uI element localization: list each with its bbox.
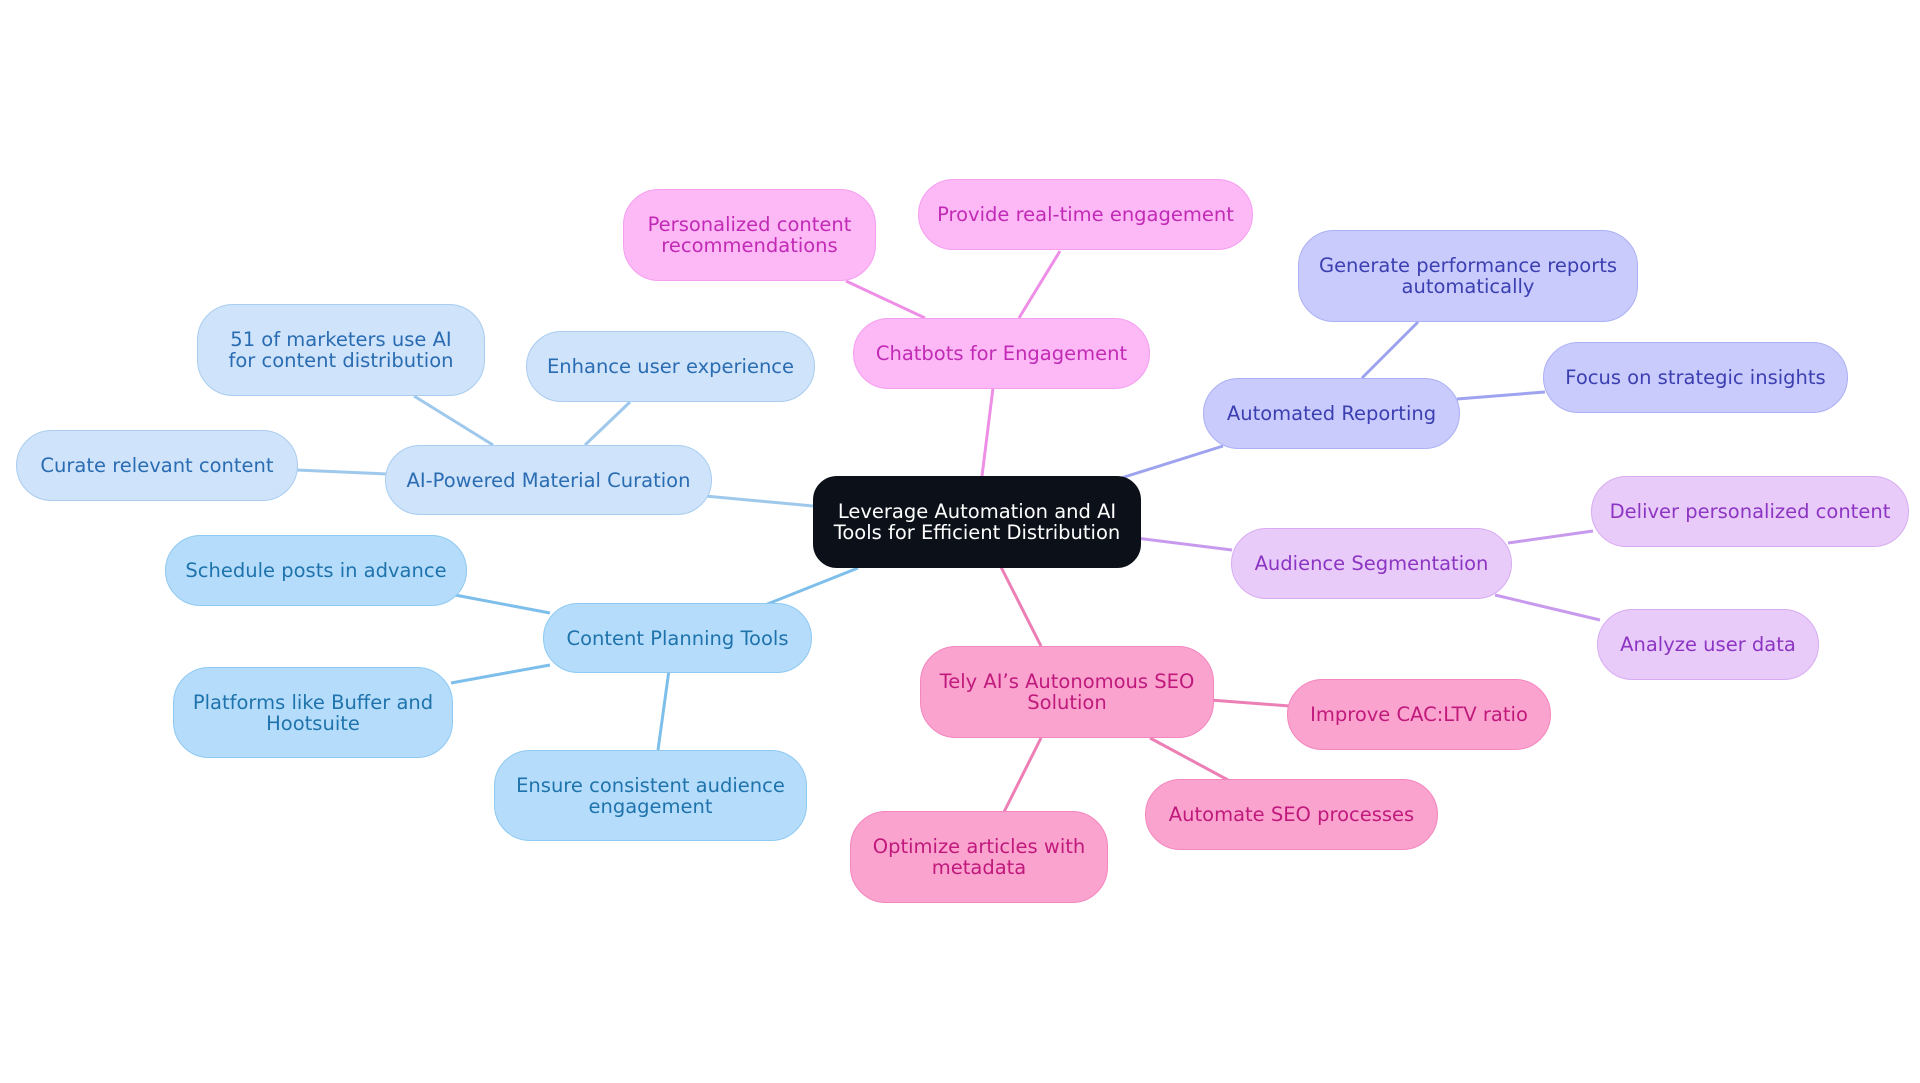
edge-planning-platforms: [450, 663, 551, 685]
branch-automated-reporting: Automated Reporting: [1203, 378, 1460, 449]
branch-chatbots-for-engagement: Chatbots for Engagement: [853, 318, 1150, 389]
leaf-schedule-posts: Schedule posts in advance: [165, 535, 467, 606]
leaf-deliver-personalized-content: Deliver personalized content: [1591, 476, 1909, 547]
branch-ai-powered-material-curation: AI-Powered Material Curation: [385, 445, 712, 515]
leaf-focus-strategic-insights: Focus on strategic insights: [1543, 342, 1848, 413]
branch-tely-ai-seo-solution: Tely AI’s Autonomous SEO Solution: [920, 646, 1214, 738]
edge-planning-schedule: [454, 593, 551, 615]
leaf-personalized-recommendations: Personalized content recommendations: [623, 189, 876, 281]
central-topic: Leverage Automation and AI Tools for Eff…: [813, 476, 1141, 568]
leaf-analyze-user-data: Analyze user data: [1597, 609, 1819, 680]
edge-chatbots-personalized: [845, 279, 926, 320]
leaf-real-time-engagement: Provide real-time engagement: [918, 179, 1253, 250]
edge-root-content-planning: [764, 566, 859, 607]
edge-segmentation-analyze: [1494, 593, 1601, 622]
edge-segmentation-deliver: [1507, 529, 1594, 545]
edge-root-seo: [999, 566, 1043, 647]
branch-audience-segmentation: Audience Segmentation: [1231, 528, 1512, 599]
branch-content-planning-tools: Content Planning Tools: [543, 603, 812, 673]
leaf-marketers-stat: 51 of marketers use AI for content distr…: [197, 304, 485, 396]
edge-root-reporting: [1117, 444, 1224, 481]
leaf-optimize-articles-metadata: Optimize articles with metadata: [850, 811, 1108, 903]
edge-ai-curation-ux: [583, 400, 632, 447]
leaf-automate-seo-processes: Automate SEO processes: [1145, 779, 1438, 850]
edge-reporting-generate: [1360, 320, 1420, 380]
edge-planning-ensure: [656, 669, 671, 751]
leaf-curate-relevant-content: Curate relevant content: [16, 430, 298, 501]
edge-root-ai-curation: [704, 494, 814, 508]
edge-seo-optimize: [1002, 737, 1043, 813]
edge-seo-cac: [1209, 698, 1291, 708]
edge-root-chatbots: [980, 387, 995, 477]
leaf-generate-performance-reports: Generate performance reports automatical…: [1298, 230, 1638, 322]
edge-seo-automate: [1149, 736, 1229, 782]
leaf-improve-cac-ltv: Improve CAC:LTV ratio: [1287, 679, 1551, 750]
edge-reporting-focus: [1456, 390, 1546, 401]
edge-chatbots-realtime: [1017, 250, 1062, 319]
edge-root-segmentation: [1135, 536, 1233, 552]
leaf-enhance-user-experience: Enhance user experience: [526, 331, 815, 402]
leaf-platforms-buffer-hootsuite: Platforms like Buffer and Hootsuite: [173, 667, 453, 758]
edge-ai-curation-stat: [413, 394, 494, 447]
leaf-ensure-consistent-engagement: Ensure consistent audience engagement: [494, 750, 807, 841]
edge-ai-curation-curate: [296, 468, 388, 476]
